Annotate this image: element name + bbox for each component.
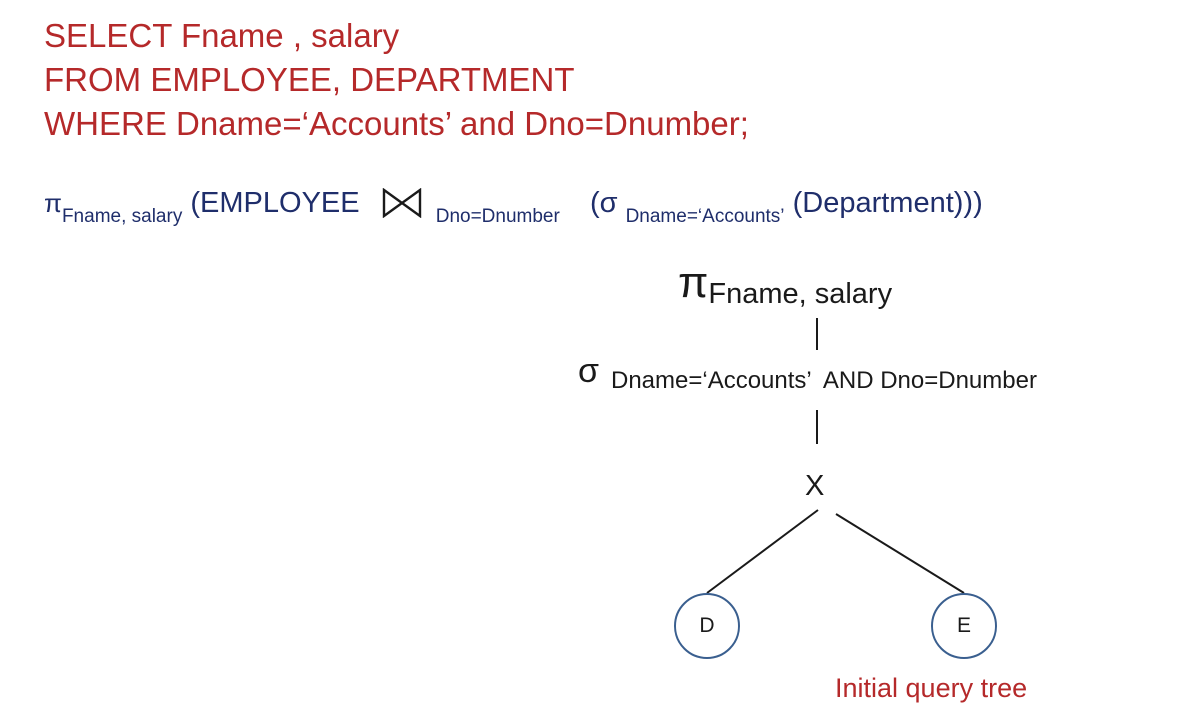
tree-leaf-employee: E [931,593,997,659]
selection-condition: Dname=‘Accounts’ [625,206,785,227]
tree-selection-condition: Dname=‘Accounts’ AND Dno=Dnumber [610,367,1037,394]
join-condition: Dno=Dnumber [435,206,560,227]
relational-algebra-expression: πFname, salary (EMPLOYEE Dno=Dnumber (σ … [44,187,983,227]
projection-subscript: Fname, salary [61,206,183,227]
edge-product-right [835,513,965,594]
tree-projection-node: πFname, salary [678,258,893,310]
sql-select-line: SELECT Fname , salary [44,17,400,54]
sql-from-line: FROM EMPLOYEE, DEPARTMENT [44,61,575,98]
tree-selection-node: σ Dname=‘Accounts’ AND Dno=Dnumber [578,352,1037,394]
department-operand: (Department))) [792,187,983,219]
projection-symbol: π [44,188,62,218]
tree-leaf-department: D [674,593,740,659]
tree-projection-attrs: Fname, salary [708,278,893,310]
sql-where-line: WHERE Dname=‘Accounts’ and Dno=Dnumber; [44,105,749,142]
tree-caption: Initial query tree [835,673,1028,703]
join-icon [382,188,421,218]
tree-selection-symbol: σ [578,352,599,390]
tree-product-node: X [805,470,825,502]
selection-open: (σ [589,187,618,219]
edge-product-left [706,509,819,594]
sql-query: SELECT Fname , salary FROM EMPLOYEE, DEP… [44,14,749,146]
employee-operand: (EMPLOYEE [190,187,360,219]
tree-projection-symbol: π [678,258,709,307]
